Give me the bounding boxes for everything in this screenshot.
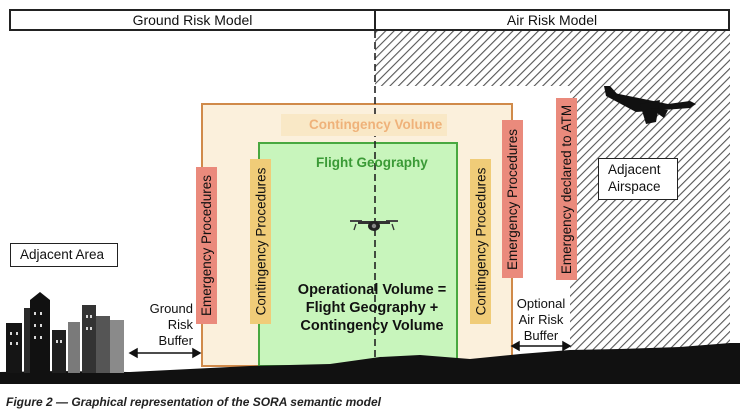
emergency-atm-label: Emergency declared to ATM xyxy=(559,104,575,274)
operational-volume-text: Operational Volume = Flight Geography + … xyxy=(282,281,462,335)
air-risk-buffer-label: Optional Air Risk Buffer xyxy=(510,296,572,344)
emergency-atm-bar: Emergency declared to ATM xyxy=(556,98,577,280)
figure-caption: Figure 2 — Graphical representation of t… xyxy=(6,395,381,409)
emergency-procedures-left-label: Emergency Procedures xyxy=(199,174,215,317)
air-risk-buffer-line-2: Air Risk xyxy=(518,312,564,327)
emergency-procedures-left-bar: Emergency Procedures xyxy=(196,167,217,324)
air-risk-hatched-area xyxy=(375,31,730,372)
air-risk-buffer-line-3: Buffer xyxy=(523,328,559,343)
adjacent-airspace-line-2: Airspace xyxy=(608,179,661,194)
contingency-volume-title: Contingency Volume xyxy=(309,117,443,132)
contingency-procedures-right-bar: Contingency Procedures xyxy=(470,159,491,324)
terrain xyxy=(0,343,740,384)
operational-volume-line-1: Operational Volume = xyxy=(297,282,447,298)
ground-risk-buffer-label: Ground Risk Buffer xyxy=(135,301,193,349)
drone-icon xyxy=(350,220,398,231)
adjacent-airspace-line-1: Adjacent xyxy=(608,162,661,177)
operational-volume-line-3: Contingency Volume xyxy=(300,318,444,334)
contingency-procedures-left-bar: Contingency Procedures xyxy=(250,159,271,324)
ground-risk-model-header: Ground Risk Model xyxy=(9,9,376,31)
city-skyline-icon xyxy=(6,292,124,373)
emergency-procedures-right-bar: Emergency Procedures xyxy=(502,120,523,278)
air-risk-model-header: Air Risk Model xyxy=(374,9,730,31)
flight-geography-box xyxy=(258,142,458,367)
air-buffer-double-arrow-icon xyxy=(510,340,572,352)
flight-geography-title: Flight Geography xyxy=(316,155,428,170)
ground-buffer-double-arrow-icon xyxy=(128,347,202,359)
air-risk-model-label: Air Risk Model xyxy=(506,12,598,28)
adjacent-airspace-box: Adjacent Airspace xyxy=(598,158,678,200)
contingency-procedures-right-label: Contingency Procedures xyxy=(473,167,488,316)
ground-risk-model-label: Ground Risk Model xyxy=(132,12,253,28)
ground-risk-buffer-line-1: Ground xyxy=(149,301,193,316)
adjacent-area-label: Adjacent Area xyxy=(20,247,105,262)
ground-risk-buffer-line-3: Buffer xyxy=(158,333,193,348)
air-risk-buffer-line-1: Optional xyxy=(516,296,566,311)
airplane-icon xyxy=(604,86,696,124)
ground-risk-buffer-line-2: Risk xyxy=(167,317,193,332)
contingency-procedures-left-label: Contingency Procedures xyxy=(253,167,268,316)
emergency-procedures-right-label: Emergency Procedures xyxy=(505,128,521,270)
operational-volume-line-2: Flight Geography + xyxy=(305,300,439,316)
adjacent-area-box: Adjacent Area xyxy=(10,243,118,267)
contingency-volume-title-band xyxy=(281,114,447,136)
